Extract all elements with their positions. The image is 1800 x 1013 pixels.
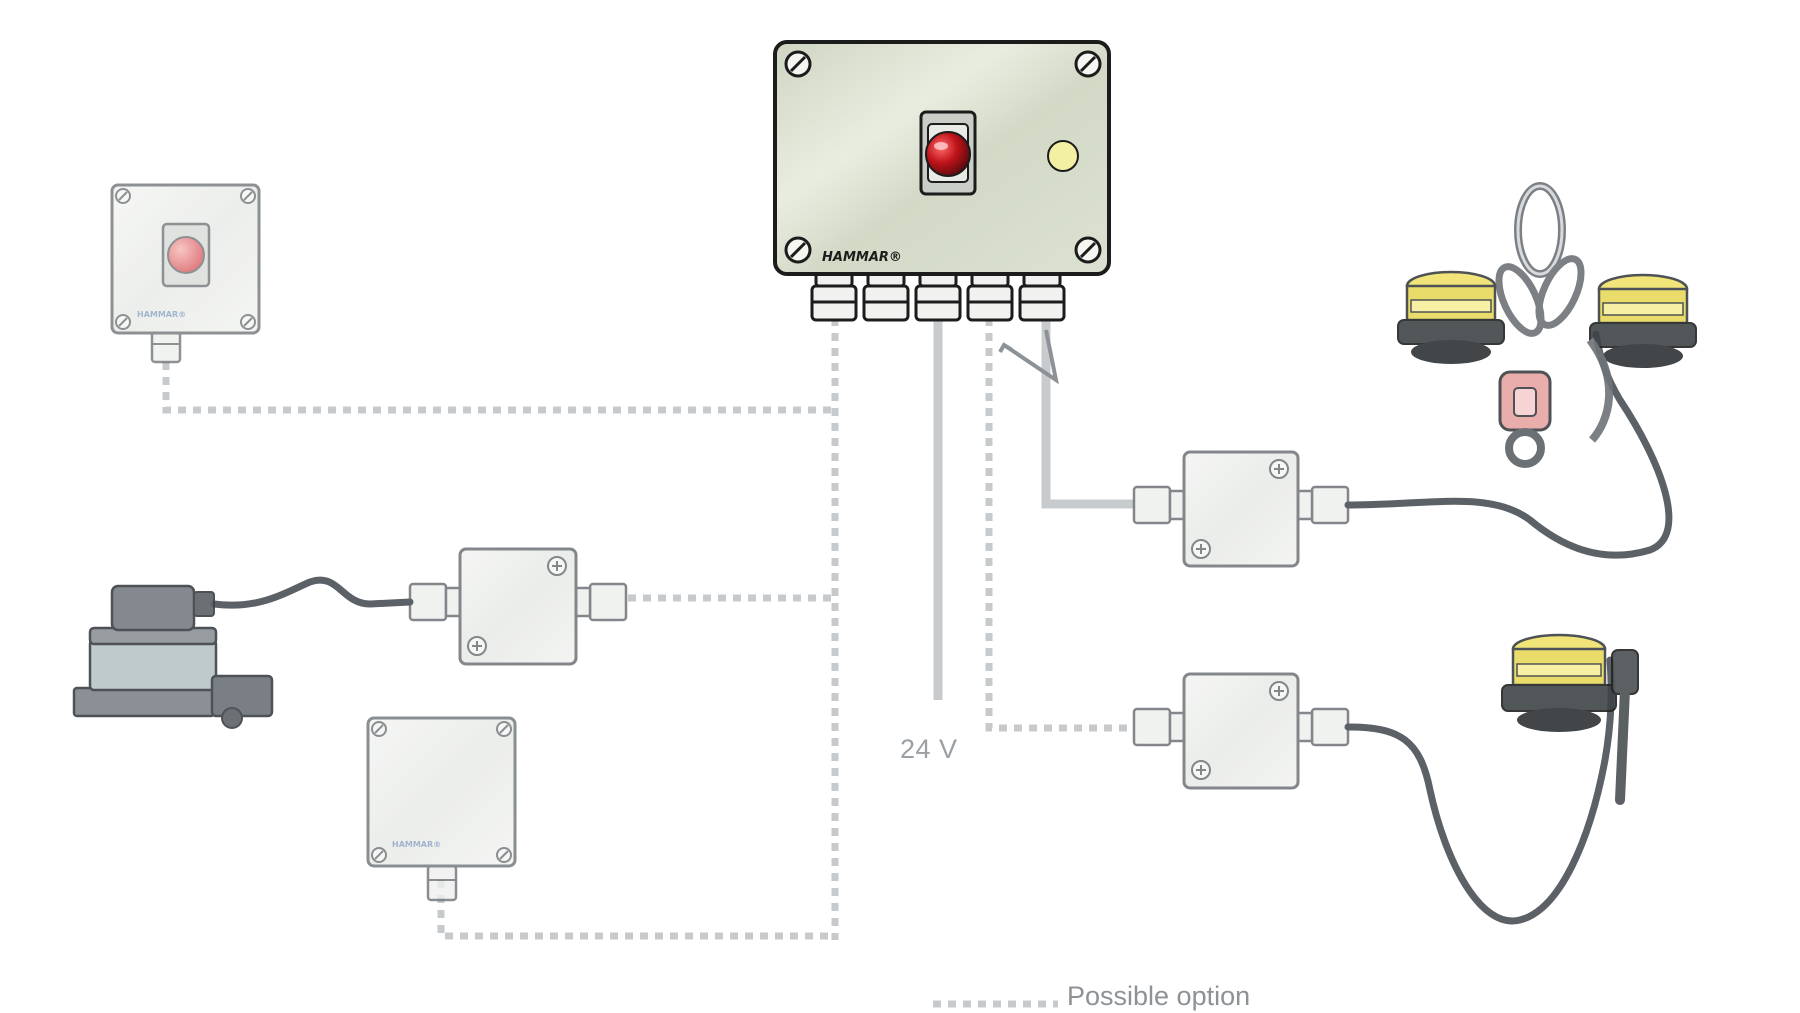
cable-glands (810, 270, 1066, 322)
supply-line-upper-junction (1041, 318, 1133, 509)
optional-line-lower-box (437, 880, 835, 940)
indicator-lamp (1047, 140, 1079, 172)
gland-1 (810, 270, 858, 322)
gland-2 (862, 270, 910, 322)
lower-box-brand: HAMMAR® (392, 840, 441, 849)
gland-5 (1018, 270, 1066, 322)
station-brand: HAMMAR® (137, 310, 186, 319)
main-control-box[interactable]: HAMMAR® (773, 40, 1111, 322)
left-junction-body (458, 547, 578, 666)
legend-label: Possible option (1067, 981, 1251, 1011)
release-units-pair (1397, 182, 1697, 468)
left-junction-box[interactable] (408, 547, 628, 666)
lower-left-box-body (366, 716, 517, 868)
upper-right-junction-box[interactable] (1132, 450, 1350, 568)
lower-right-cable (1344, 656, 1615, 925)
lower-left-box[interactable]: HAMMAR® (366, 716, 517, 902)
main-box-screws (784, 50, 1102, 264)
push-button-station[interactable]: HAMMAR® (110, 183, 261, 364)
gland-4 (966, 270, 1014, 322)
optional-line-button-station (162, 362, 835, 414)
supply-lines (933, 318, 1133, 700)
lower-right-junction-body (1182, 672, 1300, 790)
arrow-marks (998, 329, 1059, 385)
lower-right-junction-box[interactable] (1132, 672, 1350, 790)
optional-connections (162, 318, 1133, 940)
optional-line-lower-junction (985, 318, 1133, 732)
upper-right-cable (1344, 330, 1673, 559)
left-sensor-cable (210, 576, 414, 609)
gland-3 (914, 270, 962, 322)
main-box-brand: HAMMAR® (822, 250, 902, 265)
solenoid-sensor (72, 584, 274, 729)
emergency-stop-button[interactable] (919, 110, 977, 196)
voltage-label: 24 V (900, 734, 958, 764)
station-red-button[interactable] (161, 222, 211, 288)
release-unit-single (1501, 633, 1639, 805)
upper-right-junction-body (1182, 450, 1300, 568)
